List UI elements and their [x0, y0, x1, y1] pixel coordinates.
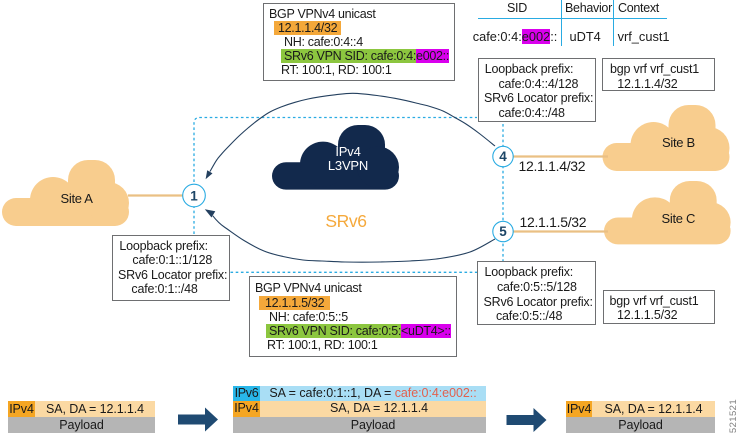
- svg-text:4: 4: [499, 149, 507, 164]
- svg-text:5: 5: [499, 224, 507, 239]
- svg-text:1: 1: [190, 189, 198, 204]
